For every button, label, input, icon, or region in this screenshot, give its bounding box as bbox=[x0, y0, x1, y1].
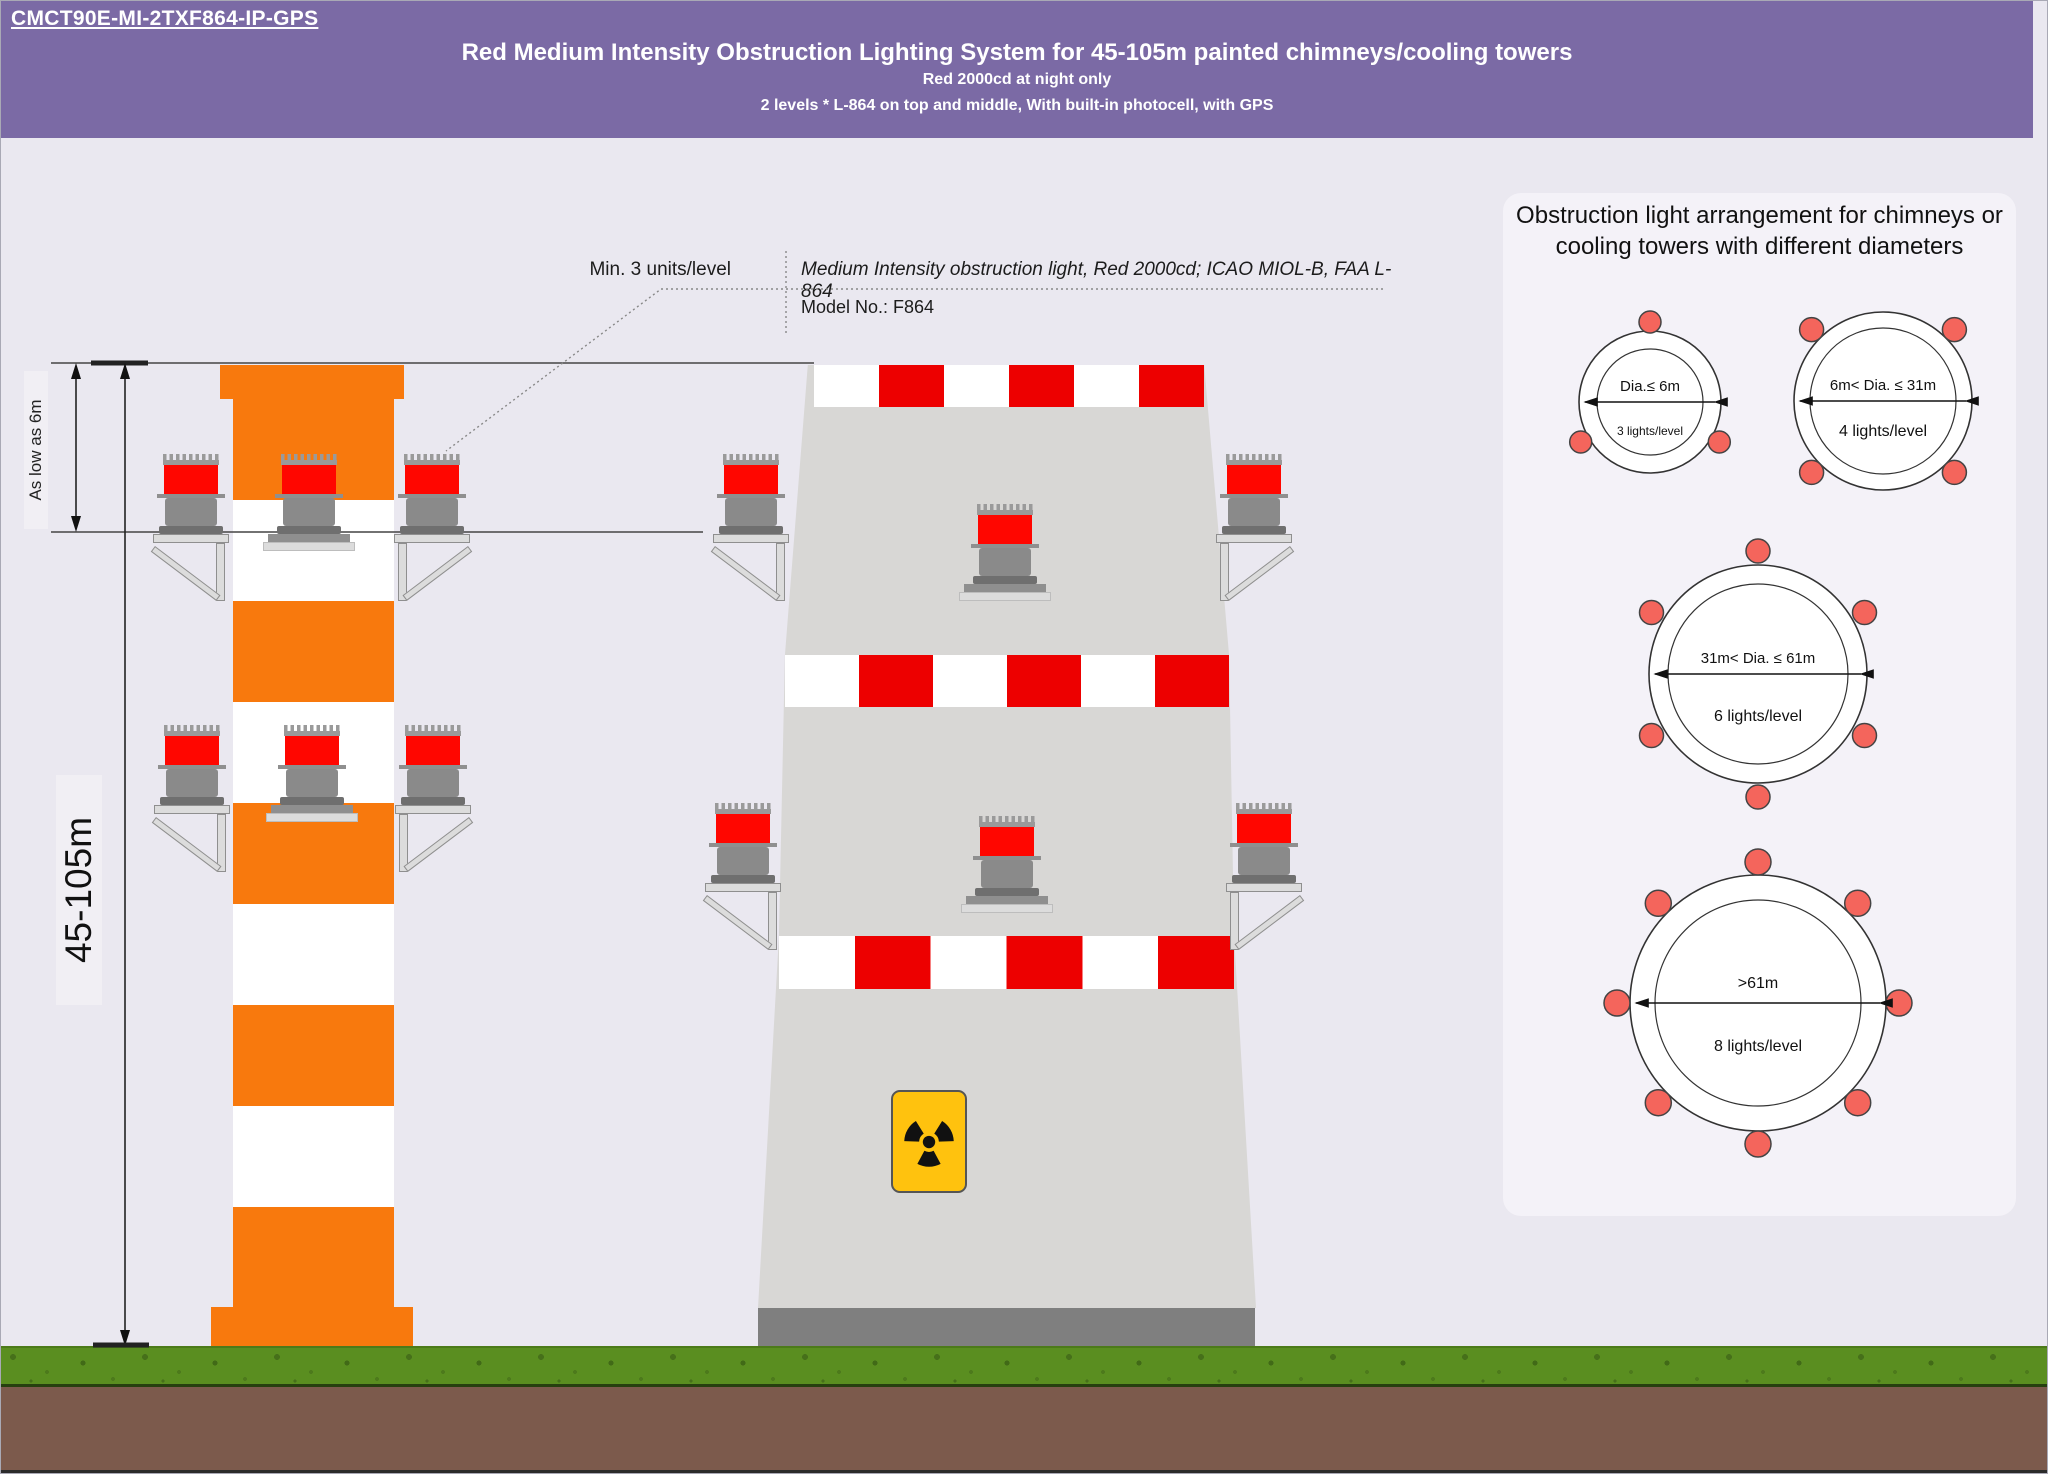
light-dot bbox=[1798, 459, 1825, 486]
light-dot bbox=[1707, 430, 1732, 454]
light-spec-label: Medium Intensity obstruction light, Red … bbox=[801, 259, 1392, 302]
red-lens bbox=[165, 736, 219, 765]
diameter-label: 31m< Dia. ≤ 61m bbox=[1701, 650, 1816, 667]
tower-middle-band bbox=[785, 655, 1229, 707]
radiation-icon bbox=[891, 1090, 967, 1193]
diameter-label: >61m bbox=[1738, 975, 1778, 992]
light-dot bbox=[1941, 459, 1968, 486]
red-lens bbox=[406, 736, 460, 765]
red-lens bbox=[282, 465, 336, 494]
light-dot bbox=[1745, 784, 1771, 810]
chimney-cap bbox=[220, 365, 404, 399]
light-dot bbox=[1638, 310, 1662, 334]
arrangement-6-lights: 31m< Dia. ≤ 61m 6 lights/level bbox=[1638, 538, 1878, 810]
light-dot bbox=[1798, 316, 1825, 343]
leader-line bbox=[445, 288, 1383, 452]
lights-count-label: 3 lights/level bbox=[1617, 424, 1683, 438]
light-dot bbox=[1745, 538, 1771, 564]
arrangement-8-lights: >61m 8 lights/level bbox=[1603, 848, 1913, 1158]
arrangement-diagrams: Dia.≤ 6m 3 lights/level 6m< Dia. ≤ 31m 4… bbox=[1568, 310, 1979, 1158]
grass-strip bbox=[1, 1346, 2047, 1387]
red-lens bbox=[724, 465, 778, 494]
heatsink-fins bbox=[164, 725, 220, 731]
heatsink-fins bbox=[1226, 454, 1282, 460]
page-title: Red Medium Intensity Obstruction Lightin… bbox=[461, 39, 1573, 66]
light-dot bbox=[1644, 1088, 1673, 1117]
heatsink-fins bbox=[979, 816, 1035, 822]
light-dot bbox=[1744, 848, 1772, 876]
arrangement-4-lights: 6m< Dia. ≤ 31m 4 lights/level bbox=[1793, 311, 1979, 491]
light-dot bbox=[1843, 1088, 1872, 1117]
light-dot bbox=[1568, 430, 1593, 454]
diameter-label: Dia.≤ 6m bbox=[1620, 378, 1680, 395]
product-code: CMCT90E-MI-2TXF864-IP-GPS bbox=[11, 7, 319, 30]
lights-count-label: 8 lights/level bbox=[1714, 1038, 1802, 1055]
model-number-label: Model No.: F864 bbox=[801, 297, 935, 317]
heatsink-fins bbox=[405, 725, 461, 731]
light-dot bbox=[1638, 722, 1665, 749]
panel-title: Obstruction light arrangement for chimne… bbox=[1516, 202, 2003, 260]
tower-lower-band bbox=[779, 936, 1234, 989]
light-dot bbox=[1843, 889, 1872, 918]
light-dot bbox=[1638, 599, 1665, 626]
red-lens bbox=[405, 465, 459, 494]
red-lens bbox=[164, 465, 218, 494]
red-lens bbox=[1237, 814, 1291, 843]
red-lens bbox=[716, 814, 770, 843]
subtitle-levels: 2 levels * L-864 on top and middle, With… bbox=[760, 97, 1274, 114]
red-lens bbox=[1227, 465, 1281, 494]
lights-count-label: 6 lights/level bbox=[1714, 708, 1802, 725]
min-units-label: Min. 3 units/level bbox=[589, 259, 731, 280]
soil-strip bbox=[1, 1387, 2047, 1473]
red-lens bbox=[978, 515, 1032, 544]
heatsink-fins bbox=[977, 504, 1033, 510]
cooling-tower-pedestal bbox=[758, 1308, 1255, 1349]
arrangement-panel: Obstruction light arrangement for chimne… bbox=[1503, 193, 2016, 1216]
heatsink-fins bbox=[715, 803, 771, 809]
light-dot bbox=[1644, 889, 1673, 918]
arrangement-3-lights: Dia.≤ 6m 3 lights/level bbox=[1568, 310, 1732, 474]
red-lens bbox=[980, 827, 1034, 856]
heatsink-fins bbox=[404, 454, 460, 460]
heatsink-fins bbox=[163, 454, 219, 460]
light-dot bbox=[1851, 722, 1878, 749]
red-lens bbox=[285, 736, 339, 765]
light-dot bbox=[1603, 989, 1631, 1017]
subtitle-intensity: Red 2000cd at night only bbox=[922, 71, 1112, 88]
header-bar: CMCT90E-MI-2TXF864-IP-GPS Red Medium Int… bbox=[1, 1, 2033, 138]
light-dot bbox=[1744, 1130, 1772, 1158]
tower-top-band bbox=[814, 365, 1204, 407]
light-dot bbox=[1851, 599, 1878, 626]
heatsink-fins bbox=[1236, 803, 1292, 809]
light-dot bbox=[1941, 316, 1968, 343]
chimney-base bbox=[211, 1307, 413, 1349]
radiation-trefoil-icon bbox=[904, 1120, 954, 1167]
heatsink-fins bbox=[284, 725, 340, 731]
diameter-label: 6m< Dia. ≤ 31m bbox=[1830, 377, 1936, 394]
heatsink-fins bbox=[723, 454, 779, 460]
lights-count-label: 4 lights/level bbox=[1839, 423, 1927, 440]
heatsink-fins bbox=[281, 454, 337, 460]
